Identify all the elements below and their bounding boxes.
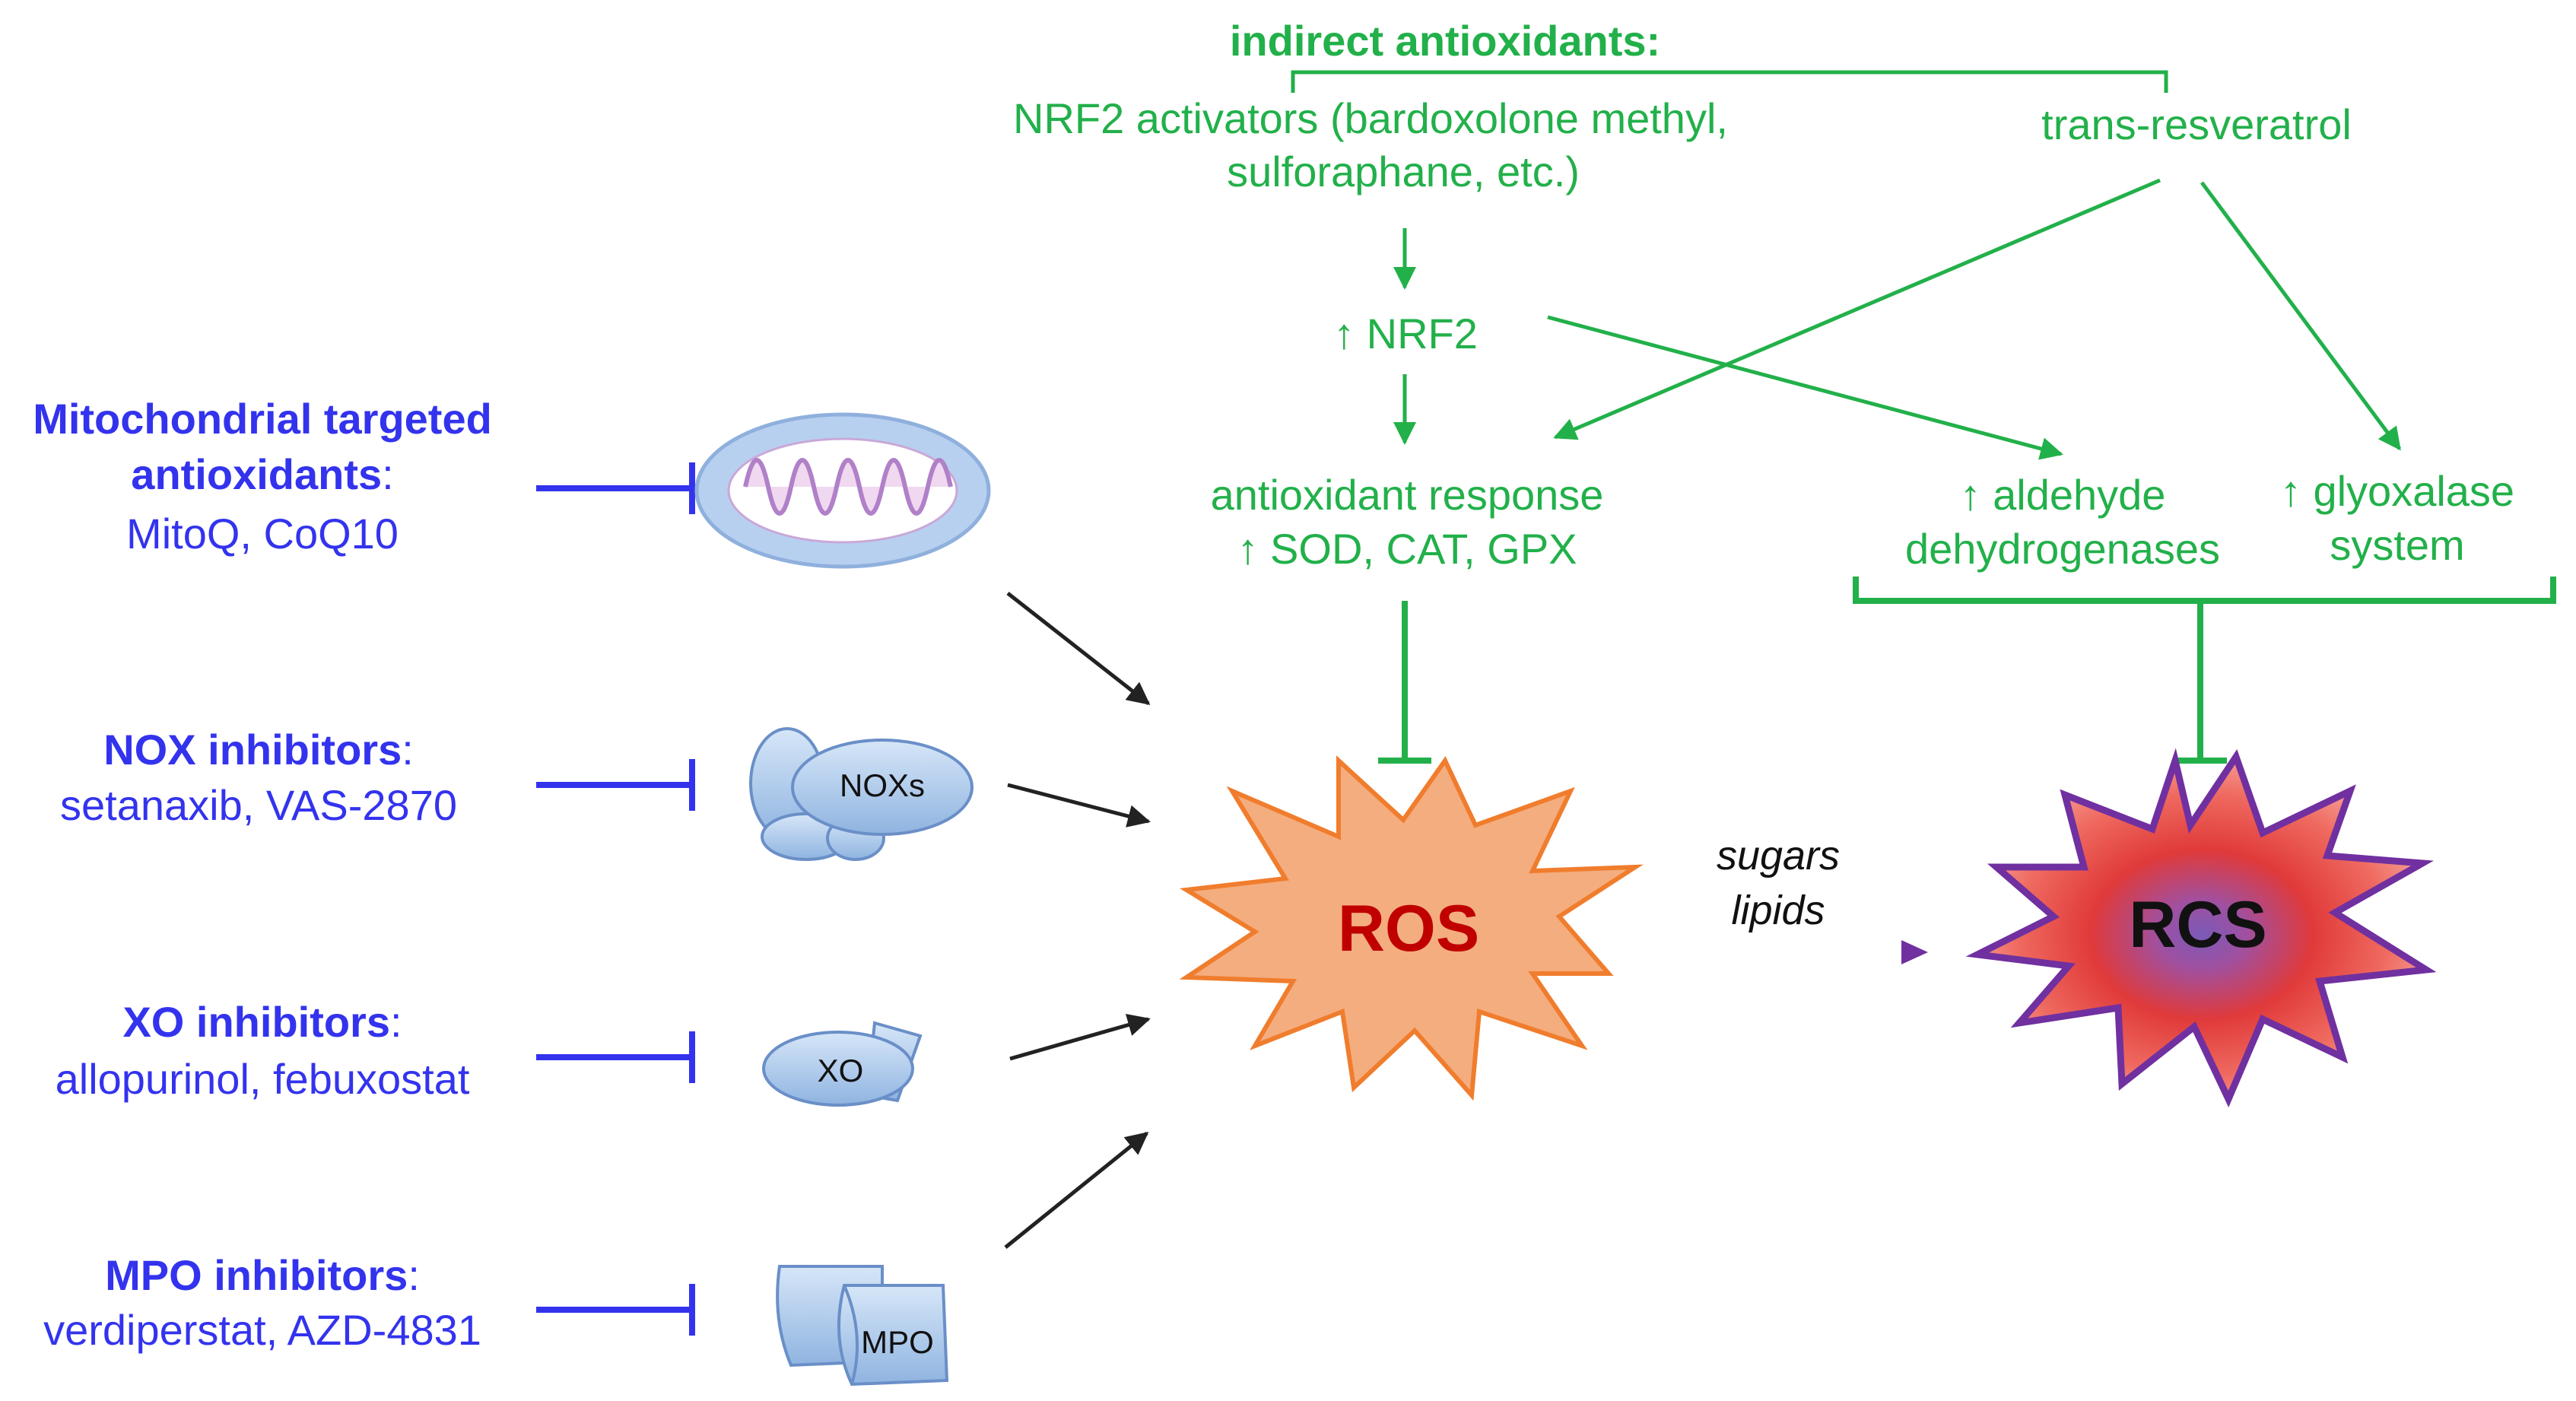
- glyoxalase-line2: system: [2330, 521, 2465, 569]
- nrf2-label: ↑ NRF2: [1333, 310, 1478, 357]
- antioxidant-response-line1: antioxidant response: [1210, 471, 1604, 519]
- xo-inhibitors-examples: allopurinol, febuxostat: [55, 1055, 470, 1103]
- nox-inhibitors-title: NOX inhibitors:: [103, 726, 414, 774]
- mito-antioxidants-examples: MitoQ, CoQ10: [126, 510, 399, 558]
- mpo-inhibitors-title: MPO inhibitors:: [105, 1251, 420, 1299]
- mito-antioxidants-title-line1: Mitochondrial targeted: [33, 395, 492, 443]
- arrow-mpo-to-ros: [1004, 1132, 1149, 1249]
- aldehyde-line1: ↑ aldehyde: [1959, 471, 2166, 519]
- nox-enzyme-icon: [749, 727, 974, 861]
- mitochondrion-icon: [694, 412, 991, 569]
- black-arrows-to-ros: [1004, 592, 1151, 1249]
- indirect-bracket: [1291, 70, 2168, 93]
- mpo-enzyme-icon: [776, 1265, 949, 1387]
- ros-starburst: [1179, 755, 1644, 1101]
- xo-enzyme-label: XO: [817, 1053, 864, 1088]
- rcs-starburst: [1965, 748, 2437, 1107]
- arrow-mito-to-ros: [1006, 592, 1151, 705]
- xo-enzyme-icon: [762, 1021, 923, 1107]
- nrf2-activators-line2: sulforaphane, etc.): [1227, 148, 1580, 195]
- antioxidant-response-line2: ↑ SOD, CAT, GPX: [1237, 525, 1577, 573]
- arrow-nox-to-ros: [1007, 783, 1151, 828]
- conversion-lipids: lipids: [1731, 888, 1825, 933]
- arrow-resveratrol-to-glyoxalase: [2200, 181, 2402, 451]
- aldehyde-line2: dehydrogenases: [1904, 525, 2221, 573]
- arrow-xo-to-ros: [1009, 1013, 1151, 1061]
- glyoxalase-line1: ↑ glyoxalase: [2279, 467, 2515, 515]
- conversion-sugars: sugars: [1716, 833, 1841, 878]
- inhibit-response-to-ros: [1378, 601, 1431, 764]
- nox-enzyme-label: NOXs: [839, 767, 926, 803]
- xo-inhibitors-title: XO inhibitors:: [122, 998, 402, 1046]
- mito-antioxidants-title-line2: antioxidants:: [131, 450, 394, 498]
- green-arrows: [1393, 178, 2402, 460]
- blue-inhibition-bars: [536, 462, 695, 1336]
- inhibit-enzymes-to-rcs: [1853, 577, 2556, 764]
- nox-inhibitors-examples: setanaxib, VAS-2870: [60, 781, 457, 829]
- mpo-enzyme-label: MPO: [861, 1324, 934, 1360]
- rcs-label: RCS: [2129, 888, 2267, 961]
- mpo-inhibitors-examples: verdiperstat, AZD-4831: [43, 1306, 481, 1354]
- arrow-nrf2-to-aldehyde: [1547, 315, 2063, 460]
- indirect-antioxidants-title: indirect antioxidants:: [1229, 17, 1661, 65]
- ros-label: ROS: [1337, 892, 1480, 965]
- arrow-resveratrol-to-response: [1553, 178, 2161, 440]
- trans-resveratrol-label: trans-resveratrol: [2041, 100, 2352, 148]
- nrf2-activators-line1: NRF2 activators (bardoxolone methyl,: [1013, 94, 1728, 142]
